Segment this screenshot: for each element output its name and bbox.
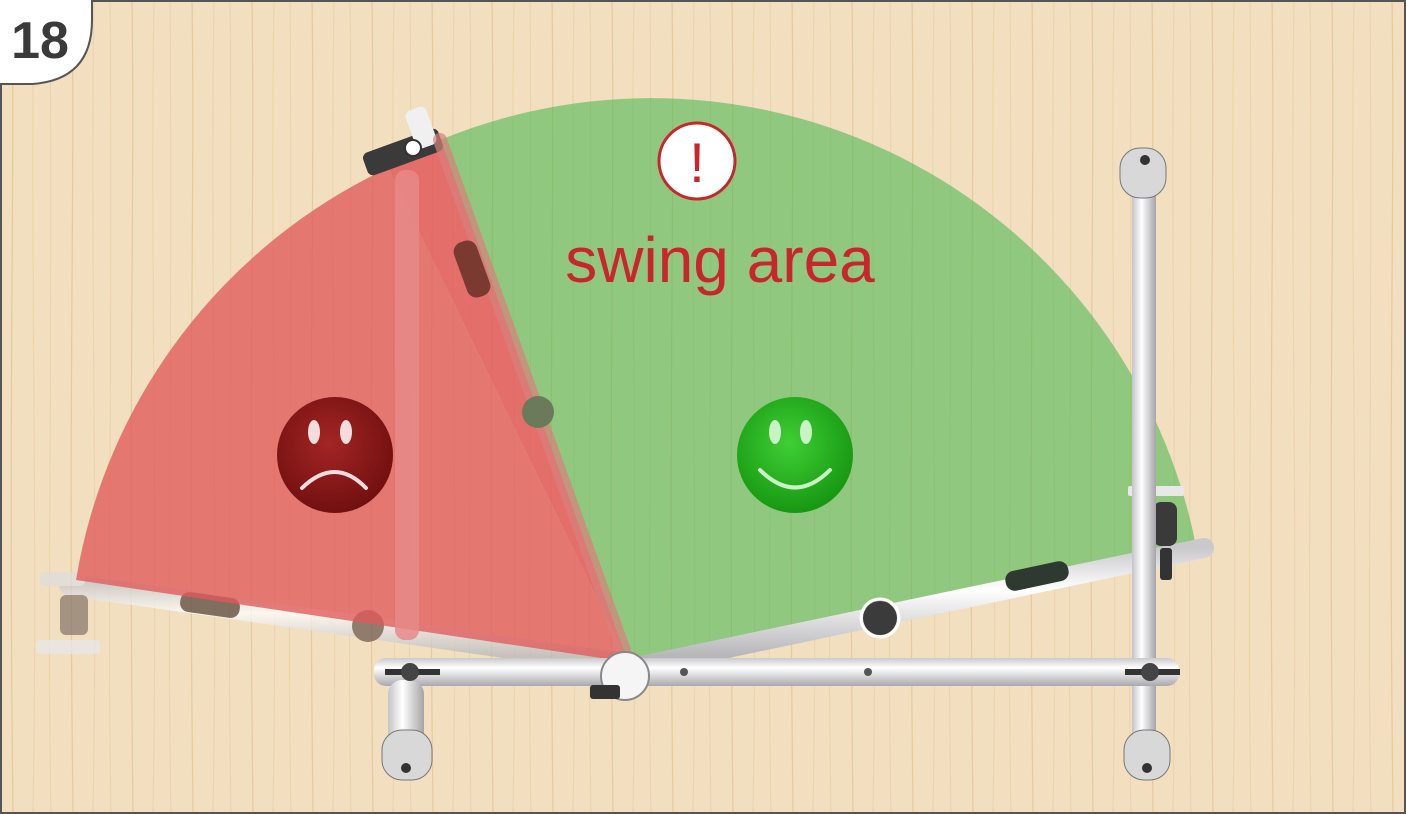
warning-badge: ! (659, 123, 735, 199)
warning-icon: ! (689, 131, 705, 194)
step-number: 18 (11, 12, 69, 70)
sad-face-icon (277, 397, 393, 513)
swing-area-caption: swing area (565, 224, 875, 296)
smiley-face-icon (737, 397, 853, 513)
